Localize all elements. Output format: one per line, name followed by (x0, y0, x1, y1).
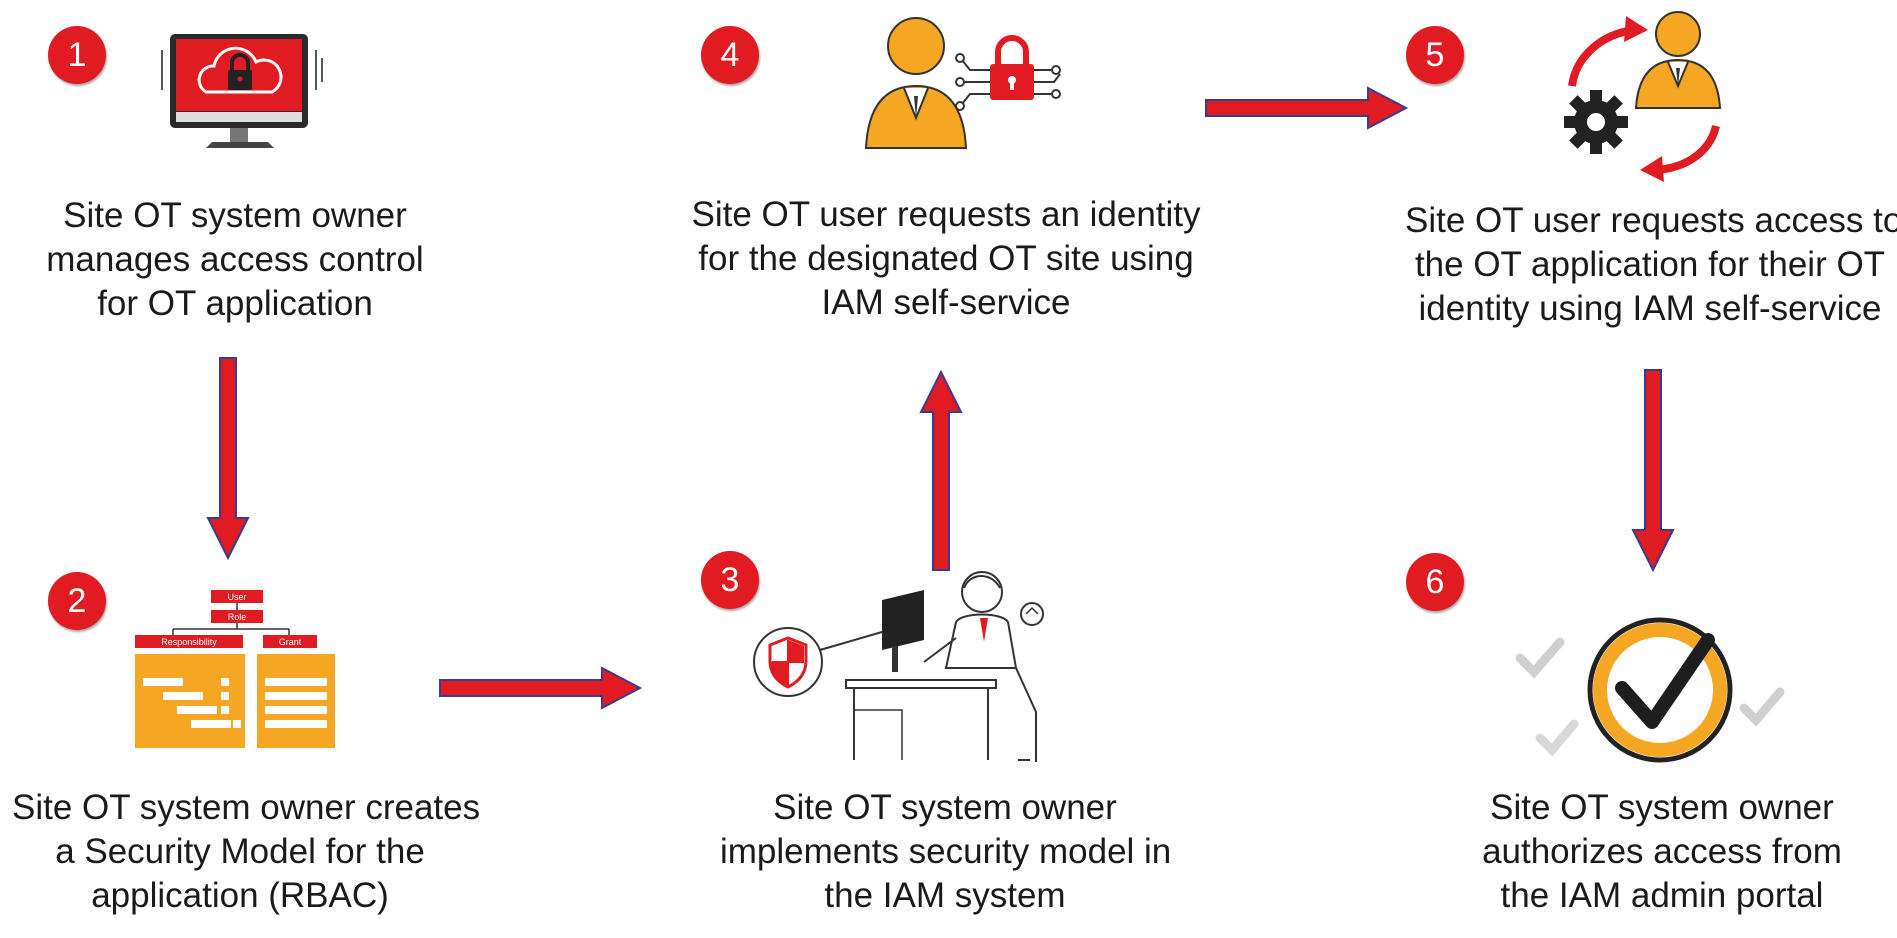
step-2-line-1: Site OT system owner creates (12, 788, 481, 827)
rbac-user-label: User (227, 592, 246, 602)
step-6-badge: 6 (1406, 553, 1464, 611)
arrow-step4-to-step5 (1205, 86, 1409, 130)
step-4-line-2: for the designated OT site using (698, 239, 1194, 278)
step-2-badge: 2 (48, 572, 106, 630)
step-5-line-1: Site OT user requests access to (1405, 201, 1897, 240)
checkmark-approval-icon (1515, 617, 1785, 763)
step-3-badge: 3 (701, 551, 759, 609)
step-3-line-2: implements security model in (720, 832, 1172, 871)
step-6-line-3: the IAM admin portal (1500, 876, 1824, 915)
step-4-line-3: IAM self-service (821, 283, 1071, 322)
rbac-grant-label: Grant (279, 637, 302, 647)
step-4-text: Site OT user requests an identity for th… (690, 193, 1202, 325)
step-1-line-2: manages access control (46, 240, 424, 279)
step-4-badge: 4 (701, 26, 759, 84)
step-5-text: Site OT user requests access to the OT a… (1405, 199, 1897, 331)
arrow-step1-to-step2 (206, 357, 250, 561)
step-3-text: Site OT system owner implements security… (720, 786, 1172, 918)
step-4-line-1: Site OT user requests an identity (691, 195, 1201, 234)
user-gear-cycle-icon (1564, 11, 1722, 182)
rbac-chart-icon: User Role Responsibility Grant (135, 590, 335, 748)
step-2-line-2: a Security Model for the (55, 832, 425, 871)
step-6-line-1: Site OT system owner (1490, 788, 1834, 827)
step-6-text: Site OT system owner authorizes access f… (1462, 786, 1862, 918)
arrow-step5-to-step6 (1631, 369, 1675, 573)
monitor-lock-icon (161, 34, 323, 148)
step-3-line-3: the IAM system (824, 876, 1066, 915)
step-1-badge: 1 (48, 26, 106, 84)
step-5-badge: 5 (1406, 26, 1464, 84)
step-5-line-2: the OT application for their OT (1414, 245, 1886, 284)
rbac-responsibility-label: Responsibility (161, 637, 217, 647)
rbac-role-label: Role (228, 612, 247, 622)
step-1-text: Site OT system owner manages access cont… (40, 194, 430, 326)
step-6-line-2: authorizes access from (1482, 832, 1842, 871)
admin-at-desk-icon (753, 571, 1044, 762)
arrow-step2-to-step3 (439, 666, 643, 710)
step-5-line-3: identity using IAM self-service (1418, 289, 1882, 328)
arrow-step3-to-step4 (919, 369, 963, 571)
user-lock-icon (864, 17, 1061, 149)
step-2-line-3: application (RBAC) (91, 876, 389, 915)
step-1-line-1: Site OT system owner (63, 196, 407, 235)
step-2-text: Site OT system owner creates a Security … (12, 786, 481, 918)
step-3-line-1: Site OT system owner (773, 788, 1117, 827)
step-1-line-3: for OT application (97, 284, 373, 323)
